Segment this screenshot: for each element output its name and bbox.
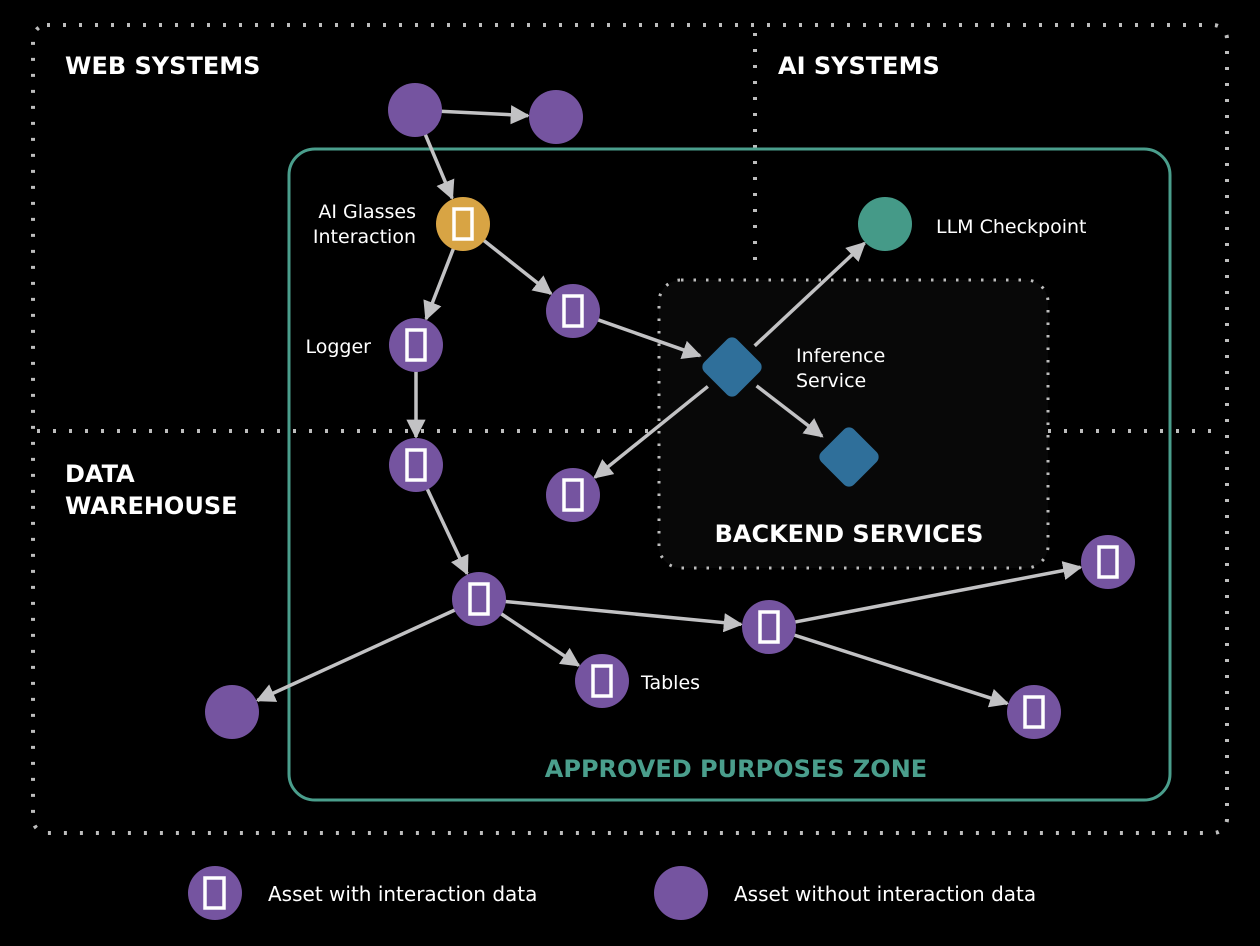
edge-right_mid-to-far_right_top bbox=[793, 561, 1083, 625]
node-mid1[interactable] bbox=[546, 284, 600, 338]
edge-glasses-to-logger bbox=[423, 246, 456, 321]
checkpoint-circle-icon bbox=[858, 197, 912, 251]
zone-title-web-systems: WEB SYSTEMS bbox=[65, 52, 260, 80]
edge-right_mid-to-far_right_bottom bbox=[792, 632, 1010, 708]
edges-layer bbox=[255, 105, 1083, 708]
zone-title-approved-purposes: APPROVED PURPOSES ZONE bbox=[545, 755, 927, 783]
node-tables[interactable] bbox=[575, 654, 629, 708]
legend-asset-with-data-icon bbox=[188, 866, 242, 920]
asset-circle-icon bbox=[575, 654, 629, 708]
asset-circle-icon bbox=[546, 284, 600, 338]
legend-item-with-data: Asset with interaction data bbox=[188, 866, 537, 920]
node-llm[interactable] bbox=[858, 197, 912, 251]
asset-circle-icon bbox=[205, 685, 259, 739]
interaction-data-glyph-icon bbox=[452, 207, 474, 241]
asset-circle-icon bbox=[546, 468, 600, 522]
interaction-data-glyph-icon bbox=[591, 664, 613, 698]
asset-circle-icon bbox=[1081, 535, 1135, 589]
node-far_right_top[interactable] bbox=[1081, 535, 1135, 589]
legend-item-without-data: Asset without interaction data bbox=[654, 866, 1036, 920]
zone-title-data-warehouse-line1: DATA bbox=[65, 460, 135, 488]
legend-label-without-data: Asset without interaction data bbox=[734, 882, 1036, 906]
asset-circle-icon bbox=[452, 572, 506, 626]
zone-title-data-warehouse-line2: WAREHOUSE bbox=[65, 492, 238, 520]
edge-inference-to-svc2 bbox=[755, 384, 824, 438]
zone-title-backend-services: BACKEND SERVICES bbox=[715, 520, 984, 548]
approved-purposes-zone bbox=[287, 147, 1172, 802]
service-diamond-icon bbox=[819, 427, 879, 487]
node-dw_out[interactable] bbox=[205, 685, 259, 739]
asset-circle-icon bbox=[1007, 685, 1061, 739]
edge-inference-to-dw2 bbox=[593, 385, 709, 479]
interaction-data-glyph-icon bbox=[1097, 545, 1119, 579]
legend-interaction-data-glyph-icon bbox=[203, 876, 226, 910]
asset-circle-icon bbox=[742, 600, 796, 654]
legend: Asset with interaction data Asset withou… bbox=[188, 866, 1036, 920]
node-svc2[interactable] bbox=[816, 424, 881, 489]
edge-hub-to-dw_out bbox=[255, 607, 457, 702]
legend-label-with-data: Asset with interaction data bbox=[268, 882, 537, 906]
asset-circle-icon bbox=[529, 90, 583, 144]
legend-asset-without-data-icon bbox=[654, 866, 708, 920]
edge-web1-to-glasses bbox=[423, 132, 455, 200]
label-ai-glasses-line1: AI Glasses bbox=[318, 201, 416, 223]
node-right_mid[interactable] bbox=[742, 600, 796, 654]
asset-circle-icon bbox=[389, 438, 443, 492]
label-tables: Tables bbox=[640, 672, 700, 694]
interaction-data-glyph-icon bbox=[405, 328, 427, 362]
node-inference[interactable] bbox=[699, 334, 764, 399]
edge-web1-to-web2 bbox=[439, 105, 530, 125]
interaction-data-glyph-icon bbox=[405, 448, 427, 482]
service-diamond-icon bbox=[702, 337, 762, 397]
backend-services-zone bbox=[657, 278, 1050, 570]
interaction-data-glyph-icon bbox=[1023, 695, 1045, 729]
node-glasses[interactable] bbox=[436, 197, 490, 251]
edge-hub-to-right_mid bbox=[503, 599, 744, 633]
asset-circle-icon bbox=[388, 83, 442, 137]
interaction-data-glyph-icon bbox=[562, 478, 584, 512]
node-dw1[interactable] bbox=[389, 438, 443, 492]
interaction-data-glyph-icon bbox=[758, 610, 780, 644]
label-inference-line2: Service bbox=[796, 370, 866, 392]
edge-hub-to-tables bbox=[498, 611, 581, 667]
edge-inference-to-llm bbox=[753, 241, 866, 348]
node-web2[interactable] bbox=[529, 90, 583, 144]
node-dw2[interactable] bbox=[546, 468, 600, 522]
interaction-data-glyph-icon bbox=[468, 582, 490, 616]
label-ai-glasses-line2: Interaction bbox=[313, 226, 416, 248]
asset-circle-icon bbox=[389, 318, 443, 372]
label-llm-checkpoint: LLM Checkpoint bbox=[936, 216, 1087, 238]
edge-glasses-to-mid1 bbox=[481, 238, 553, 296]
nodes-layer bbox=[205, 83, 1135, 739]
label-inference-line1: Inference bbox=[796, 345, 885, 367]
edge-mid1-to-inference bbox=[595, 317, 702, 360]
zone-boundaries bbox=[31, 23, 1229, 835]
node-far_right_bottom[interactable] bbox=[1007, 685, 1061, 739]
label-logger: Logger bbox=[306, 336, 372, 358]
zone-title-ai-systems: AI SYSTEMS bbox=[778, 52, 940, 80]
node-web1[interactable] bbox=[388, 83, 442, 137]
edge-dw1-to-hub bbox=[425, 486, 469, 576]
node-logger[interactable] bbox=[389, 318, 443, 372]
node-hub[interactable] bbox=[452, 572, 506, 626]
highlighted-asset-circle-icon bbox=[436, 197, 490, 251]
interaction-data-glyph-icon bbox=[562, 294, 584, 328]
